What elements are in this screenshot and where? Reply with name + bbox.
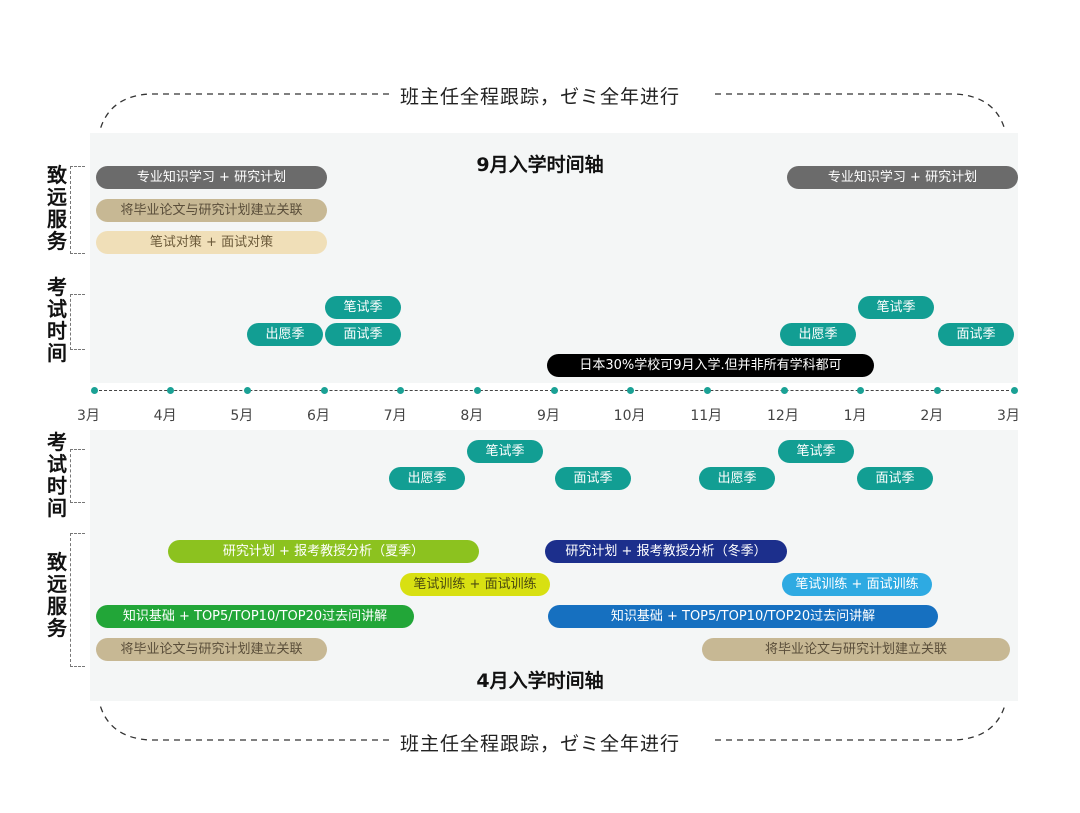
month-tick-label: 12月 [767, 408, 799, 424]
month-tick-label: 7月 [383, 408, 407, 424]
service-pill: 知识基础 + TOP5/TOP10/TOP20过去问讲解 [548, 605, 938, 628]
label-char: 时 [47, 474, 67, 498]
exam-pill-application: 出愿季 [699, 467, 775, 490]
label-char: 考 [47, 430, 67, 454]
axis-dot [627, 387, 635, 394]
exam-pill-written: 笔试季 [325, 296, 401, 319]
label-char: 服 [47, 207, 67, 231]
banner-text: 班主任全程跟踪，ゼミ全年进行 [389, 733, 690, 755]
label-char: 间 [47, 341, 67, 365]
axis-dot [703, 387, 711, 394]
label-char: 时 [47, 319, 67, 343]
month-tick-label: 3月 [77, 408, 100, 424]
exam-pill-written: 笔试季 [467, 440, 543, 463]
axis-dot [933, 387, 941, 394]
label-char: 远 [47, 572, 67, 596]
exam-pill-interview: 面试季 [325, 323, 401, 346]
bottom-timeline-title: 4月入学时间轴 [476, 670, 604, 692]
exam-pill-application: 出愿季 [780, 323, 856, 346]
bottom-service-label: 致 远 服 务 [44, 551, 70, 639]
service-pill: 笔试训练 + 面试训练 [782, 573, 932, 596]
month-tick-label: 8月 [460, 408, 484, 424]
top-timeline-title: 9月入学时间轴 [476, 154, 604, 176]
top-service-label: 致 远 服 务 [44, 164, 70, 252]
month-tick-label: 3月 [997, 408, 1020, 424]
axis-dot [857, 387, 865, 394]
bracket [70, 294, 85, 350]
note-pill: 日本30%学校可9月入学.但并非所有学科都可 [547, 354, 874, 377]
bottom-exam-label: 考 试 时 间 [44, 431, 70, 519]
axis-dot [1010, 387, 1018, 394]
service-pill: 专业知识学习 + 研究计划 [787, 166, 1018, 189]
bracket [70, 166, 85, 254]
service-pill: 研究计划 + 报考教授分析（夏季） [168, 540, 479, 563]
service-pill: 专业知识学习 + 研究计划 [96, 166, 327, 189]
service-pill: 将毕业论文与研究计划建立关联 [96, 638, 327, 661]
axis-dot [243, 387, 251, 394]
label-char: 务 [47, 616, 67, 640]
service-pill: 研究计划 + 报考教授分析（冬季） [545, 540, 787, 563]
axis-dot [550, 387, 558, 394]
label-char: 远 [47, 185, 67, 209]
exam-pill-interview: 面试季 [857, 467, 933, 490]
label-char: 考 [47, 275, 67, 299]
service-pill: 知识基础 + TOP5/TOP10/TOP20过去问讲解 [96, 605, 414, 628]
month-tick-label: 1月 [843, 408, 867, 424]
month-tick-label: 10月 [613, 408, 646, 424]
axis-dot [167, 387, 175, 394]
label-char: 务 [47, 229, 67, 253]
top-banner: 班主任全程跟踪，ゼミ全年进行 [0, 82, 1080, 109]
service-pill: 笔试对策 + 面试对策 [96, 231, 327, 254]
exam-pill-application: 出愿季 [389, 467, 465, 490]
label-char: 间 [47, 496, 67, 520]
bracket [70, 449, 85, 503]
axis-dot [473, 387, 481, 394]
month-tick-label: 11月 [690, 408, 723, 424]
label-char: 服 [47, 594, 67, 618]
axis-dot [780, 387, 788, 394]
axis-dot [90, 387, 98, 394]
axis-dot [397, 387, 405, 394]
label-char: 致 [47, 550, 67, 574]
month-tick-label: 2月 [920, 408, 944, 424]
exam-pill-written: 笔试季 [778, 440, 854, 463]
month-tick-label: 6月 [307, 408, 330, 424]
bottom-banner: 班主任全程跟踪，ゼミ全年进行 [0, 729, 1080, 756]
service-pill: 将毕业论文与研究计划建立关联 [96, 199, 327, 222]
exam-pill-application: 出愿季 [247, 323, 323, 346]
label-char: 试 [47, 297, 67, 321]
axis-dot [320, 387, 328, 394]
month-tick-label: 4月 [153, 408, 177, 424]
month-tick-label: 9月 [537, 408, 560, 424]
exam-pill-interview: 面试季 [938, 323, 1014, 346]
top-exam-label: 考 试 时 间 [44, 276, 70, 364]
banner-text: 班主任全程跟踪，ゼミ全年进行 [389, 86, 690, 108]
bracket [70, 533, 85, 667]
service-pill: 笔试训练 + 面试训练 [400, 573, 550, 596]
service-pill: 将毕业论文与研究计划建立关联 [702, 638, 1010, 661]
label-char: 致 [47, 163, 67, 187]
exam-pill-written: 笔试季 [858, 296, 934, 319]
month-tick-label: 5月 [230, 408, 254, 424]
exam-pill-interview: 面试季 [555, 467, 631, 490]
label-char: 试 [47, 452, 67, 476]
